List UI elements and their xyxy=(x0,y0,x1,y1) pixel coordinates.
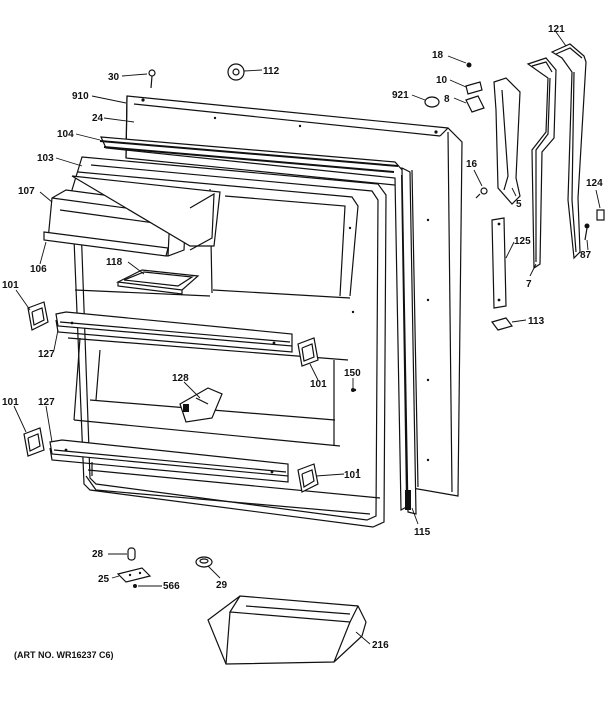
hinge-bracket-5 xyxy=(493,77,521,205)
shelf-end-cap-left-upper xyxy=(27,301,49,331)
label-128: 128 xyxy=(172,373,189,384)
label-8: 8 xyxy=(444,94,450,105)
bushing-10 xyxy=(465,81,483,95)
upper-shelf-bar xyxy=(55,311,293,353)
part-labels: 30 112 910 24 104 103 107 106 118 101 12… xyxy=(2,24,603,660)
plate-25 xyxy=(116,567,152,583)
cap-124 xyxy=(596,209,605,221)
label-113: 113 xyxy=(528,316,545,327)
label-101-upper-right: 101 xyxy=(310,379,327,390)
label-566: 566 xyxy=(163,581,180,592)
shelf-end-cap-right-upper xyxy=(297,337,319,367)
grommet-29 xyxy=(195,556,213,568)
screw-16 xyxy=(475,187,488,199)
label-101-lower-right: 101 xyxy=(344,470,361,481)
label-127-lower: 127 xyxy=(38,397,55,408)
handle-rail-121 xyxy=(550,43,587,260)
dairy-door xyxy=(43,175,221,257)
screw-30 xyxy=(148,69,156,89)
label-101-upper-left: 101 xyxy=(2,280,19,291)
outer-door-panel xyxy=(125,95,463,497)
label-10: 10 xyxy=(436,75,448,86)
label-216: 216 xyxy=(372,640,389,651)
label-87: 87 xyxy=(580,250,592,261)
label-124: 124 xyxy=(586,178,603,189)
door-bin-216 xyxy=(207,595,367,665)
label-7: 7 xyxy=(526,279,532,290)
screw-18 xyxy=(466,62,472,68)
screw-150 xyxy=(351,388,355,392)
label-28: 28 xyxy=(92,549,104,560)
label-121: 121 xyxy=(548,24,565,35)
label-25: 25 xyxy=(98,574,110,585)
butter-tray xyxy=(115,269,200,295)
label-921: 921 xyxy=(392,90,409,101)
label-118: 118 xyxy=(106,257,123,268)
handle-rail-7 xyxy=(526,57,557,270)
plug-28 xyxy=(127,547,136,561)
art-number: (ART NO. WR16237 C6) xyxy=(14,650,114,660)
cap-112 xyxy=(227,63,245,81)
label-16: 16 xyxy=(466,159,478,170)
label-5: 5 xyxy=(516,199,522,210)
label-127-upper: 127 xyxy=(38,349,55,360)
bracket-125 xyxy=(491,217,507,309)
label-30: 30 xyxy=(108,72,120,83)
label-107: 107 xyxy=(18,186,35,197)
label-910: 910 xyxy=(72,91,89,102)
label-101-lower-left: 101 xyxy=(2,397,19,408)
shelf-end-cap-left-lower xyxy=(23,427,45,457)
screw-87 xyxy=(584,223,590,241)
vertical-trim-strip xyxy=(401,167,417,515)
shelf-end-cap-right-lower xyxy=(297,463,319,493)
label-18: 18 xyxy=(432,50,444,61)
plug-921 xyxy=(424,96,440,108)
label-115: 115 xyxy=(414,527,431,538)
leader-lines xyxy=(13,31,601,645)
bushing-113 xyxy=(490,317,514,331)
spacer-8 xyxy=(465,95,485,113)
label-29: 29 xyxy=(216,580,228,591)
door-bracket xyxy=(179,387,223,423)
lower-shelf-bar xyxy=(49,439,289,483)
label-24: 24 xyxy=(92,113,104,124)
screw-566 xyxy=(133,584,137,588)
label-150: 150 xyxy=(344,368,361,379)
label-103: 103 xyxy=(37,153,54,164)
label-125: 125 xyxy=(514,236,531,247)
label-106: 106 xyxy=(30,264,47,275)
label-112: 112 xyxy=(263,66,280,77)
label-104: 104 xyxy=(57,129,74,140)
